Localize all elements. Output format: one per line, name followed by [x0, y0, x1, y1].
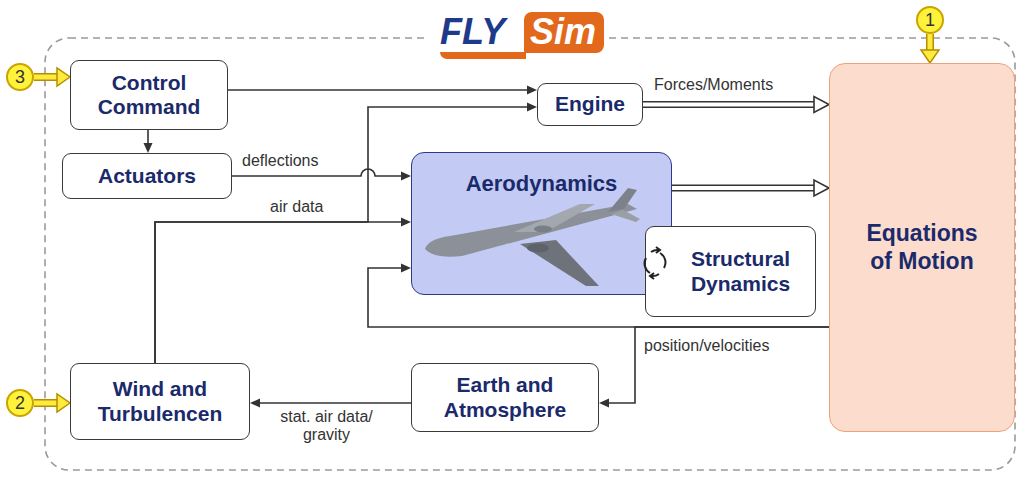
- arrow-body: [643, 103, 814, 107]
- callout-number: 2: [6, 389, 34, 417]
- box-label: Equations of Motion: [866, 220, 977, 275]
- signal-arrow: [228, 86, 537, 95]
- edge-label: Forces/Moments: [652, 76, 775, 94]
- arrow-head: [527, 86, 537, 95]
- arrow-outline: [643, 101, 814, 108]
- arrow-body: [34, 75, 57, 80]
- process-box: Engine: [537, 83, 643, 126]
- arrow-head: [814, 97, 829, 113]
- process-box: Actuators: [62, 153, 232, 199]
- process-box: Wind and Turbulencen: [70, 363, 250, 440]
- arrow-head: [401, 264, 411, 273]
- arrow-head: [599, 399, 609, 408]
- box-label: Aerodynamics: [466, 171, 618, 197]
- arrow-outline: [34, 399, 57, 407]
- logo-swoosh: [440, 52, 526, 59]
- callout-text: 2: [15, 394, 25, 412]
- box-label: Actuators: [98, 164, 196, 188]
- callout-number: 3: [6, 63, 34, 91]
- logo: FLY Sim: [428, 6, 606, 68]
- signal-arrow: [144, 130, 153, 153]
- arrow-line: [260, 402, 411, 404]
- edge-label: position/velocities: [642, 337, 771, 355]
- callout-number: 1: [916, 6, 944, 34]
- process-box: Equations of Motion: [829, 63, 1015, 432]
- box-label: Engine: [555, 92, 625, 116]
- process-box: Control Command: [70, 60, 228, 130]
- signal-arrow: [232, 169, 411, 181]
- force-arrow: [643, 97, 829, 113]
- coupling-symbol: [645, 247, 666, 279]
- arrow-outline: [926, 34, 934, 50]
- arrow-head: [527, 103, 537, 112]
- logo-text: Sim: [524, 12, 604, 53]
- arrow-body: [928, 34, 933, 50]
- arrow-head: [814, 180, 829, 196]
- edge-label: stat. air data/ gravity: [262, 408, 391, 445]
- arrow-line: [155, 222, 401, 363]
- arrow-line: [228, 89, 527, 91]
- arrow-head: [401, 218, 411, 227]
- arrow-line: [609, 327, 829, 403]
- arrow-line: [147, 130, 149, 143]
- callout-arrow: [34, 68, 70, 86]
- arrow-body: [34, 401, 57, 406]
- arrow-head: [57, 68, 70, 86]
- signal-arrow: [155, 218, 411, 364]
- edge-label: deflections: [240, 152, 321, 170]
- arrow-body: [672, 186, 814, 190]
- arrow-head: [144, 143, 153, 153]
- box-label: Earth and Atmosphere: [420, 373, 590, 421]
- arrow-head: [57, 394, 70, 412]
- system-boundary: [45, 38, 1015, 470]
- process-box: Earth and Atmosphere: [411, 363, 599, 432]
- arrow-outline: [672, 185, 814, 192]
- callout-arrow: [34, 394, 70, 412]
- box-label: Structural Dynamics: [674, 247, 807, 295]
- airplane-illustration: [425, 188, 640, 286]
- logo-text: FLY: [440, 14, 505, 50]
- signal-arrow: [250, 399, 411, 408]
- callout-text: 1: [925, 11, 935, 29]
- force-arrow: [672, 180, 829, 196]
- edge-label: air data: [268, 198, 325, 216]
- arrow-head: [250, 399, 260, 408]
- signal-arrow: [599, 327, 829, 408]
- callout-text: 3: [15, 68, 25, 86]
- callout-arrow: [921, 34, 939, 63]
- arrow-head: [401, 172, 411, 181]
- arrow-outline: [34, 73, 57, 81]
- arrow-head: [921, 50, 939, 63]
- process-box: Aerodynamics: [411, 152, 672, 295]
- process-box: Structural Dynamics: [645, 226, 816, 317]
- box-label: Control Command: [79, 71, 219, 119]
- box-label: Wind and Turbulencen: [79, 377, 241, 425]
